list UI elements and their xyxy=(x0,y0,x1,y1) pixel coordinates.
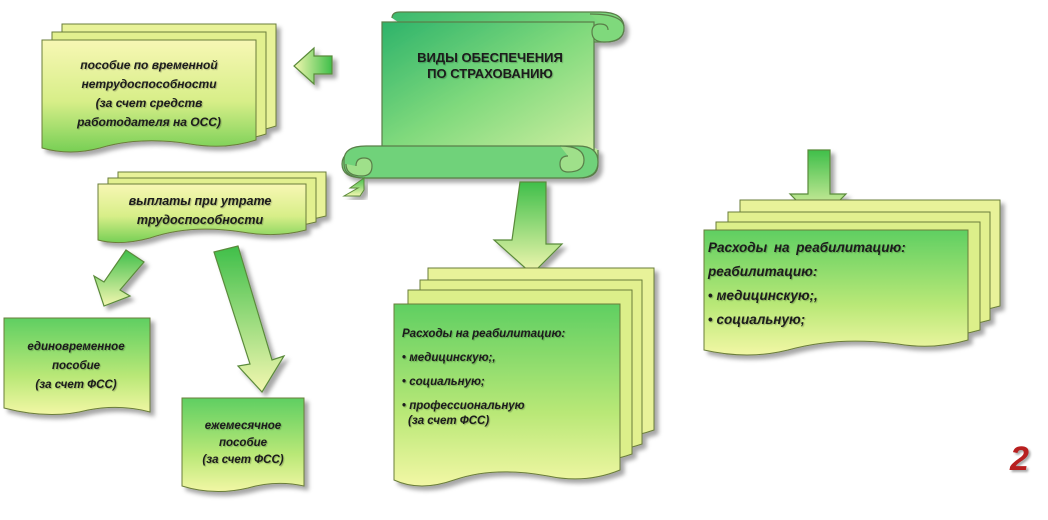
rehab-right-text: Расходы на реабилитацию: реабилитацию: м… xyxy=(708,236,964,332)
note-loss-capacity xyxy=(97,171,327,244)
loss-capacity-text: выплаты при утрате трудоспособности xyxy=(100,192,300,230)
temp-line4: работодателя на ОСС) xyxy=(77,115,221,129)
rehab-right-item-2: социальную; xyxy=(708,308,964,332)
month-line3: (за счет ФСС) xyxy=(202,454,284,466)
scroll-banner xyxy=(341,11,625,179)
month-line2: пособие xyxy=(218,437,267,449)
temp-line1: пособие по временной xyxy=(80,58,218,72)
rehab-center-title: Расходы на реабилитацию: xyxy=(402,328,566,340)
once-line2: пособие xyxy=(51,360,100,372)
rehab-center-footer: (за счет ФСС) xyxy=(408,415,490,427)
rehab-right-title2: реабилитацию: xyxy=(708,264,818,279)
temp-line3: (за счет средств xyxy=(95,96,203,110)
one-time-text: единовременное пособие (за счет ФСС) xyxy=(6,338,146,395)
rehab-center-text: Расходы на реабилитацию: медицинскую;, с… xyxy=(402,322,616,418)
once-line1: единовременное xyxy=(27,341,125,353)
scroll-title-line1: ВИДЫ ОБЕСПЕЧЕНИЯ xyxy=(417,50,563,65)
note-one-time xyxy=(3,317,151,415)
temp-disability-text: пособие по временной нетрудоспособности … xyxy=(44,56,254,132)
arrow-to-loss-benefit xyxy=(342,177,365,197)
rehab-center-item-1: медицинскую;, xyxy=(402,346,616,370)
rehab-center-item-2: социальную; xyxy=(402,370,616,394)
arrow-to-rehab-center xyxy=(492,181,564,275)
loss-line1: выплаты при утрате xyxy=(128,194,272,208)
rehab-right-title1: Расходы на реабилитацию: xyxy=(708,240,906,255)
loss-line2: трудоспособности xyxy=(136,213,264,227)
scroll-title-line2: ПО СТРАХОВАНИЮ xyxy=(427,66,553,81)
rehab-right-item-1: медицинскую;, xyxy=(708,284,964,308)
note-temp-disability xyxy=(41,23,277,153)
rehab-center-item-3: профессиональную xyxy=(402,394,616,418)
arrow-to-temp-benefit xyxy=(293,46,333,86)
once-line3: (за счет ФСС) xyxy=(35,379,117,391)
month-line1: ежемесячное xyxy=(204,420,282,432)
scroll-title: ВИДЫ ОБЕСПЕЧЕНИЯ ПО СТРАХОВАНИЮ xyxy=(390,50,590,82)
arrow-to-monthly xyxy=(213,245,286,393)
temp-line2: нетрудоспособности xyxy=(81,77,217,91)
monthly-text: ежемесячное пособие (за счет ФСС) xyxy=(184,418,302,469)
note-monthly xyxy=(181,397,305,493)
arrow-to-one-time xyxy=(92,249,145,307)
page-number: 2 xyxy=(1010,440,1029,478)
